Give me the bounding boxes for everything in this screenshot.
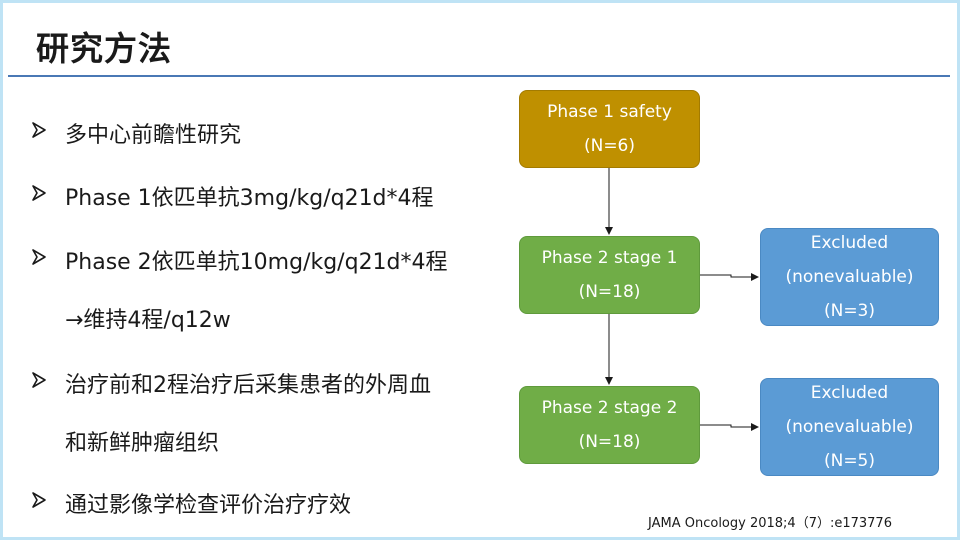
box-count: (N=3) bbox=[823, 301, 876, 321]
box-sublabel: (nonevaluable) bbox=[785, 267, 914, 287]
box-label: Excluded bbox=[810, 383, 889, 403]
arrow-bullet-icon bbox=[32, 185, 46, 201]
box-count: (N=18) bbox=[578, 432, 641, 452]
box-count: (N=6) bbox=[583, 136, 636, 156]
box-label: Phase 2 stage 1 bbox=[541, 248, 678, 268]
box-count: (N=5) bbox=[823, 451, 876, 471]
phase1-safety-box: Phase 1 safety (N=6) bbox=[519, 90, 700, 168]
box-sublabel: (nonevaluable) bbox=[785, 417, 914, 437]
phase2-stage2-box: Phase 2 stage 2 (N=18) bbox=[519, 386, 700, 464]
box-label: Phase 1 safety bbox=[547, 102, 672, 122]
arrow-bullet-icon bbox=[32, 249, 46, 265]
arrow-bullet-icon bbox=[32, 122, 46, 138]
title-divider bbox=[8, 75, 950, 77]
bullet-continuation: 和新鲜肿瘤组织 bbox=[65, 431, 220, 456]
bullet-text: 多中心前瞻性研究 bbox=[65, 123, 242, 148]
slide-title: 研究方法 bbox=[36, 29, 172, 68]
arrow-bullet-icon bbox=[32, 372, 46, 388]
box-label: Phase 2 stage 2 bbox=[541, 398, 678, 418]
citation-reference: JAMA Oncology 2018;4（7）:e173776 bbox=[648, 516, 892, 531]
arrow-stage2-to-excluded2 bbox=[699, 423, 759, 431]
bullet-text: 治疗前和2程治疗后采集患者的外周血 bbox=[65, 373, 431, 398]
bullet-text: 通过影像学检查评价治疗疗效 bbox=[65, 493, 352, 518]
excluded-box-stage2: Excluded (nonevaluable) (N=5) bbox=[760, 378, 939, 476]
arrow-stage1-to-excluded1 bbox=[699, 273, 759, 281]
bullet-continuation: →维持4程/q12w bbox=[65, 308, 231, 333]
bullet-text: Phase 1依匹单抗3mg/kg/q21d*4程 bbox=[65, 186, 434, 211]
box-count: (N=18) bbox=[578, 282, 641, 302]
box-label: Excluded bbox=[810, 233, 889, 253]
excluded-box-stage1: Excluded (nonevaluable) (N=3) bbox=[760, 228, 939, 326]
phase2-stage1-box: Phase 2 stage 1 (N=18) bbox=[519, 236, 700, 314]
bullet-text: Phase 2依匹单抗10mg/kg/q21d*4程 bbox=[65, 250, 448, 275]
arrow-bullet-icon bbox=[32, 492, 46, 508]
